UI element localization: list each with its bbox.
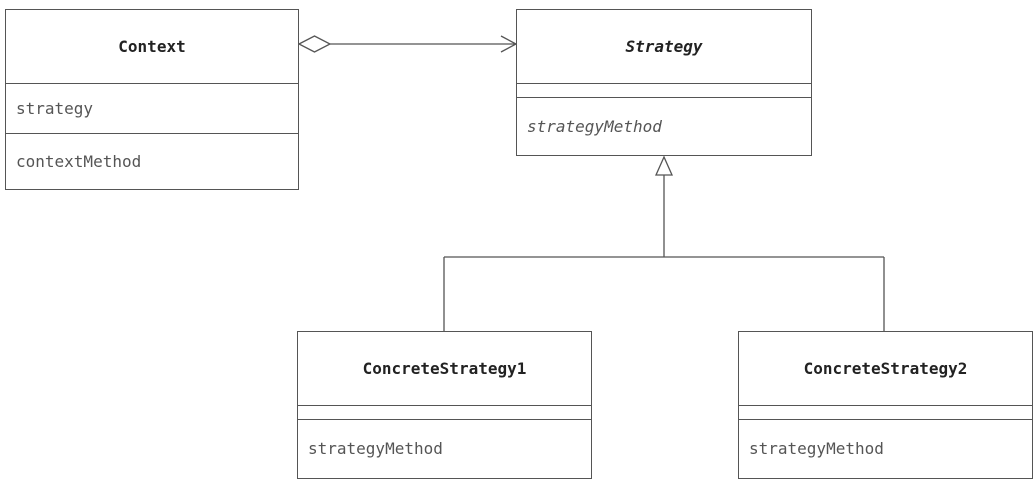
class-strategy-attributes <box>517 84 811 98</box>
class-context-attribute: strategy <box>6 84 298 134</box>
class-concrete-strategy-1-name: ConcreteStrategy1 <box>298 332 591 406</box>
aggregation-diamond <box>297 35 332 53</box>
class-concrete-strategy-1-attributes <box>298 406 591 420</box>
class-concrete-strategy-1[interactable]: ConcreteStrategy1 strategyMethod <box>297 331 592 479</box>
class-strategy-method: strategyMethod <box>527 116 662 136</box>
generalization-triangle <box>654 155 674 176</box>
class-concrete-strategy-1-method: strategyMethod <box>308 439 443 458</box>
class-context-method: contextMethod <box>16 151 142 171</box>
class-concrete-strategy-2-name: ConcreteStrategy2 <box>739 332 1032 406</box>
class-concrete-strategy-2-method: strategyMethod <box>749 439 884 458</box>
class-context-name: Context <box>6 10 298 84</box>
class-strategy-name: Strategy <box>517 10 811 84</box>
class-concrete-strategy-2-attributes <box>739 406 1032 420</box>
aggregation-connector <box>297 35 518 53</box>
generalization-connector <box>443 155 885 331</box>
class-concrete-strategy-2[interactable]: ConcreteStrategy2 strategyMethod <box>738 331 1033 479</box>
class-strategy[interactable]: Strategy strategyMethod <box>516 9 812 156</box>
class-context[interactable]: Context strategy contextMethod <box>5 9 299 190</box>
